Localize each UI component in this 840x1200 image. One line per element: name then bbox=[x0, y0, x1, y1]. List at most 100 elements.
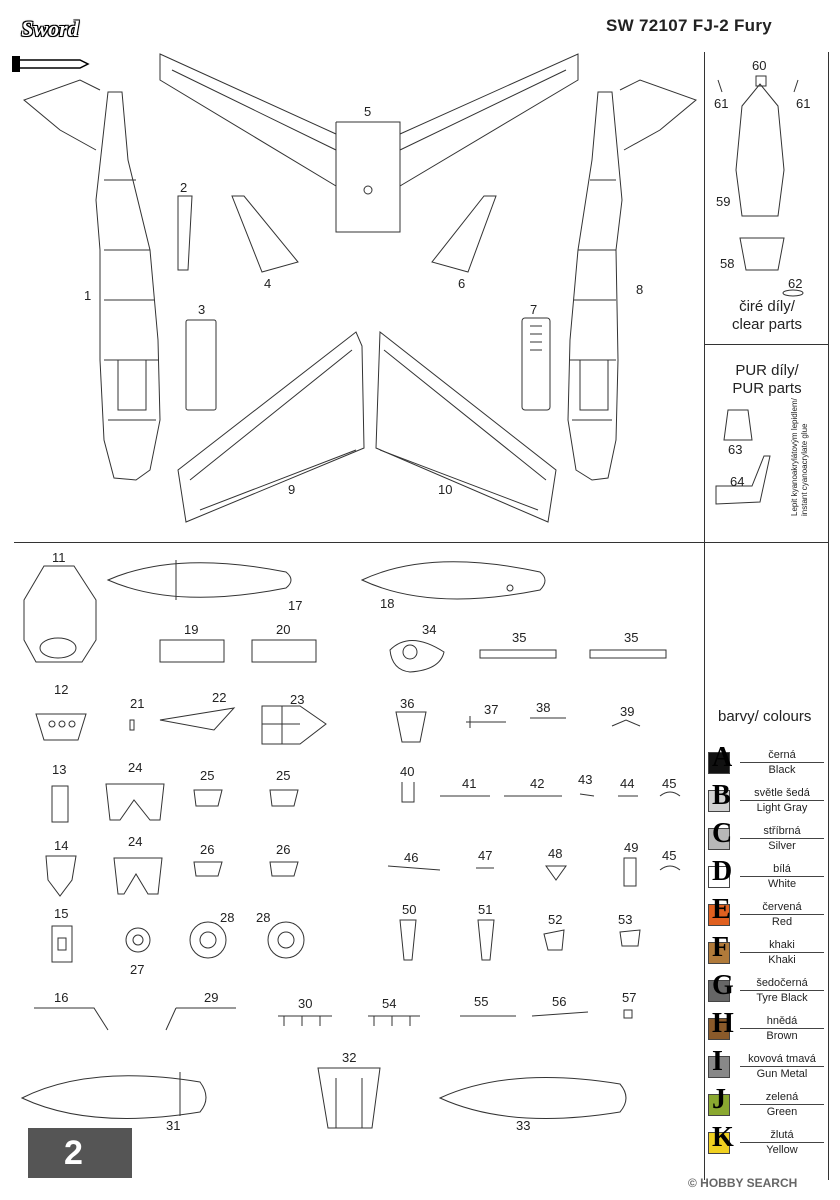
part-13 bbox=[51, 785, 69, 823]
colour-swatch-box bbox=[708, 1094, 730, 1116]
part-number-21: 21 bbox=[130, 696, 145, 711]
part-48 bbox=[545, 865, 567, 881]
colour-name-cz: khaki bbox=[740, 938, 824, 953]
part-number-34: 34 bbox=[422, 622, 437, 637]
part-number-39: 39 bbox=[620, 704, 635, 719]
part-number-37: 37 bbox=[484, 702, 499, 717]
part-number-20: 20 bbox=[276, 622, 291, 637]
part-61-left bbox=[717, 79, 723, 93]
part-number-40: 40 bbox=[400, 764, 415, 779]
part-37 bbox=[466, 716, 506, 728]
colour-name-en: Silver bbox=[768, 840, 796, 852]
part-number-25-left: 25 bbox=[200, 768, 215, 783]
colour-name-en: Black bbox=[768, 764, 796, 776]
part-53 bbox=[619, 929, 641, 947]
colour-letter: F bbox=[712, 932, 730, 963]
part-number-54: 54 bbox=[382, 996, 397, 1011]
page-number: 2 bbox=[28, 1128, 132, 1178]
part-25-left bbox=[193, 789, 223, 807]
glue-note-cz: Lepit kyanoakrylátovým lepidlem/ bbox=[790, 398, 799, 516]
colour-letter: E bbox=[712, 894, 731, 925]
colour-name-cz: žlutá bbox=[740, 1128, 824, 1143]
part-16 bbox=[34, 1007, 109, 1031]
part-28-wheel-right bbox=[267, 921, 305, 959]
part-number-6: 6 bbox=[458, 276, 466, 291]
part-number-17: 17 bbox=[288, 598, 303, 613]
part-11 bbox=[23, 565, 97, 663]
pur-parts-title-cz: PUR díly/ bbox=[735, 362, 799, 379]
part-34 bbox=[389, 640, 445, 673]
part-number-58: 58 bbox=[720, 256, 735, 271]
colour-letter: D bbox=[712, 856, 733, 887]
part-number-10: 10 bbox=[438, 482, 453, 497]
colour-letter: A bbox=[712, 742, 733, 773]
part-28-wheel-left bbox=[189, 921, 227, 959]
part-number-27: 27 bbox=[130, 962, 145, 977]
part-18-drop-tank bbox=[360, 561, 546, 600]
part-54 bbox=[368, 1015, 420, 1026]
colour-name-cz: zelená bbox=[740, 1090, 824, 1105]
part-26-left bbox=[193, 861, 223, 877]
part-number-57: 57 bbox=[622, 990, 637, 1005]
colour-name-en: Brown bbox=[766, 1030, 798, 1042]
part-number-25-right: 25 bbox=[276, 768, 291, 783]
colour-name-en: Khaki bbox=[768, 954, 796, 966]
colour-swatch-box bbox=[708, 1018, 730, 1040]
colour-letter: J bbox=[712, 1084, 726, 1115]
part-number-15: 15 bbox=[54, 906, 69, 921]
part-number-56: 56 bbox=[552, 994, 567, 1009]
part-14 bbox=[45, 855, 77, 897]
part-31-drop-tank bbox=[20, 1075, 207, 1119]
colour-name-cz: světle šedá bbox=[740, 786, 824, 801]
part-49 bbox=[623, 857, 637, 887]
part-number-9: 9 bbox=[288, 482, 296, 497]
part-number-24-upper: 24 bbox=[128, 760, 143, 775]
colour-name-en: Green bbox=[766, 1106, 798, 1118]
part-number-31: 31 bbox=[166, 1118, 181, 1133]
clear-parts-separator bbox=[704, 344, 828, 345]
part-number-23: 23 bbox=[290, 692, 305, 707]
part-19 bbox=[159, 639, 225, 663]
part-61-right bbox=[793, 79, 799, 93]
colour-swatch-e: E bbox=[708, 894, 738, 928]
part-25-right bbox=[269, 789, 299, 807]
colour-letter: H bbox=[712, 1008, 734, 1039]
part-51 bbox=[477, 919, 495, 961]
part-17-drop-tank bbox=[106, 562, 292, 598]
part-4-tailplane bbox=[231, 195, 299, 273]
colour-swatch-box bbox=[708, 866, 730, 888]
colour-swatch-i: I bbox=[708, 1046, 738, 1080]
part-number-18: 18 bbox=[380, 596, 395, 611]
part-number-12: 12 bbox=[54, 682, 69, 697]
colour-name-cz: bílá bbox=[740, 862, 824, 877]
part-number-24-lower: 24 bbox=[128, 834, 143, 849]
part-56 bbox=[531, 1011, 589, 1017]
part-number-30: 30 bbox=[298, 996, 313, 1011]
colour-swatch-box bbox=[708, 790, 730, 812]
part-number-14: 14 bbox=[54, 838, 69, 853]
part-64-seat bbox=[715, 455, 771, 505]
part-number-61-right: 61 bbox=[796, 96, 811, 111]
part-43 bbox=[579, 793, 595, 797]
part-number-47: 47 bbox=[478, 848, 493, 863]
part-35-right bbox=[589, 649, 667, 659]
part-36 bbox=[395, 711, 427, 743]
colour-letter: B bbox=[712, 780, 731, 811]
part-number-35-right: 35 bbox=[624, 630, 639, 645]
part-33-drop-tank bbox=[438, 1077, 627, 1119]
part-number-43: 43 bbox=[578, 772, 593, 787]
colour-swatch-box bbox=[708, 752, 730, 774]
colour-swatch-box bbox=[708, 1132, 730, 1154]
part-number-28-right: 28 bbox=[256, 910, 271, 925]
colour-name-en: White bbox=[767, 878, 797, 890]
colour-name-cz: šedočerná bbox=[740, 976, 824, 991]
part-23 bbox=[261, 705, 327, 745]
part-60 bbox=[755, 75, 767, 87]
colour-name-cz: stříbrná bbox=[740, 824, 824, 839]
colour-name-cz: červená bbox=[740, 900, 824, 915]
part-39 bbox=[611, 719, 641, 727]
